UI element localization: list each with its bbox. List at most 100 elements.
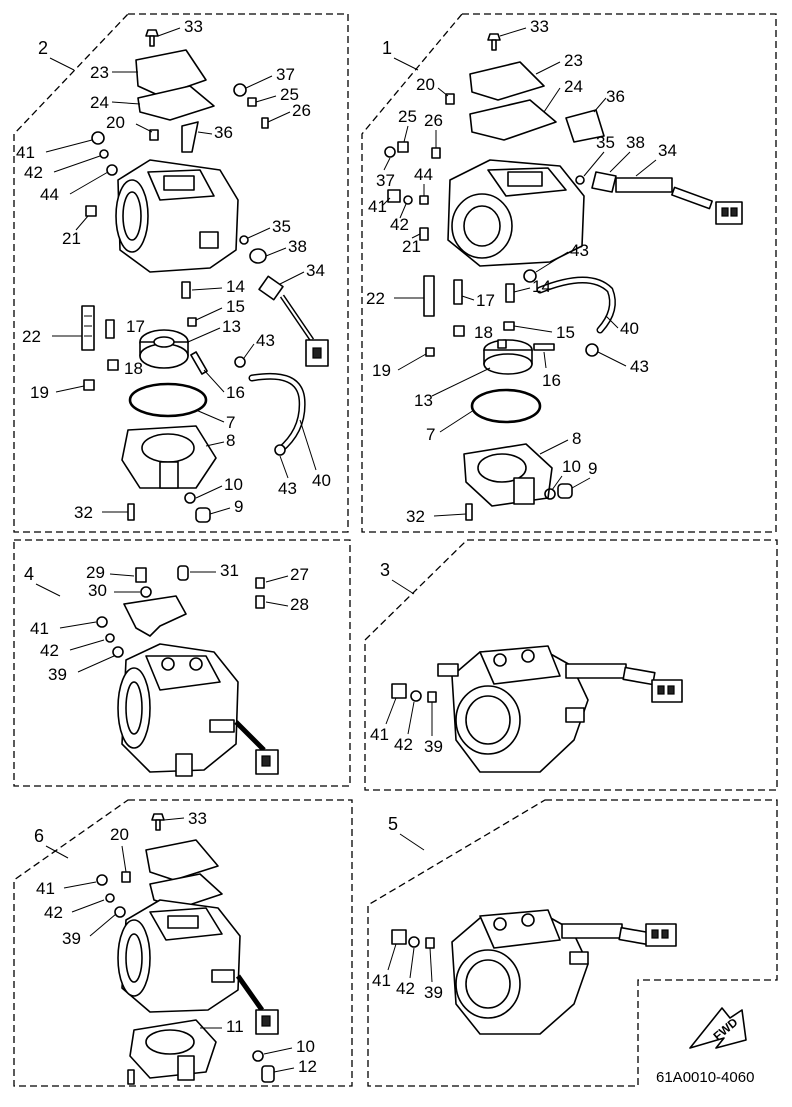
callout-21: 21 bbox=[402, 237, 421, 256]
callout-44: 44 bbox=[40, 185, 59, 204]
callout-16: 16 bbox=[542, 371, 561, 390]
callout-43b: 43 bbox=[630, 357, 649, 376]
callout-10: 10 bbox=[296, 1037, 315, 1056]
callout-36: 36 bbox=[214, 123, 233, 142]
callout-34: 34 bbox=[658, 141, 677, 160]
callout-42: 42 bbox=[390, 215, 409, 234]
callout-40: 40 bbox=[620, 319, 639, 338]
callout-15: 15 bbox=[556, 323, 575, 342]
callout-16: 16 bbox=[226, 383, 245, 402]
group-6-callouts: 33 20 41 42 39 11 10 12 bbox=[36, 809, 317, 1076]
group-4-parts bbox=[96, 565, 279, 777]
group-label-1: 1 bbox=[382, 38, 392, 58]
callout-19: 19 bbox=[30, 383, 49, 402]
diagram-code: 61A0010-4060 bbox=[656, 1069, 754, 1086]
group-2-frame bbox=[13, 13, 349, 533]
callout-13: 13 bbox=[222, 317, 241, 336]
callout-24: 24 bbox=[90, 93, 109, 112]
group-3-callouts: 41 42 39 bbox=[370, 697, 443, 756]
group-5-callouts: 41 42 39 bbox=[372, 943, 443, 1002]
callout-15: 15 bbox=[226, 297, 245, 316]
callout-33: 33 bbox=[530, 17, 549, 36]
callout-35: 35 bbox=[596, 133, 615, 152]
callout-25: 25 bbox=[398, 107, 417, 126]
callout-42: 42 bbox=[394, 735, 413, 754]
callout-33: 33 bbox=[188, 809, 207, 828]
callout-42: 42 bbox=[24, 163, 43, 182]
callout-21: 21 bbox=[62, 229, 81, 248]
group-label-5: 5 bbox=[388, 814, 398, 834]
callout-37: 37 bbox=[276, 65, 295, 84]
callout-14: 14 bbox=[532, 277, 551, 296]
fwd-arrow-icon: FWD bbox=[689, 1007, 747, 1049]
callout-38: 38 bbox=[626, 133, 645, 152]
callout-28: 28 bbox=[290, 595, 309, 614]
callout-11: 11 bbox=[226, 1017, 244, 1036]
callout-19: 19 bbox=[372, 361, 391, 380]
callout-32: 32 bbox=[74, 503, 93, 522]
callout-20: 20 bbox=[110, 825, 129, 844]
callout-40: 40 bbox=[312, 471, 331, 490]
group-label-3: 3 bbox=[380, 560, 390, 580]
callout-38: 38 bbox=[288, 237, 307, 256]
callout-18: 18 bbox=[124, 359, 143, 378]
group-3-frame bbox=[364, 539, 778, 791]
callout-41: 41 bbox=[16, 143, 35, 162]
callout-39: 39 bbox=[48, 665, 67, 684]
callout-20: 20 bbox=[106, 113, 125, 132]
callout-7: 7 bbox=[426, 425, 435, 444]
callout-7: 7 bbox=[226, 413, 235, 432]
callout-43: 43 bbox=[256, 331, 275, 350]
group-6-parts bbox=[96, 813, 279, 1085]
callout-35: 35 bbox=[272, 217, 291, 236]
callout-14: 14 bbox=[226, 277, 245, 296]
callout-27: 27 bbox=[290, 565, 309, 584]
callout-33: 33 bbox=[184, 17, 203, 36]
callout-23: 23 bbox=[564, 51, 583, 70]
callout-37: 37 bbox=[376, 171, 395, 190]
callout-42: 42 bbox=[40, 641, 59, 660]
callout-18: 18 bbox=[474, 323, 493, 342]
callout-17: 17 bbox=[476, 291, 495, 310]
callout-41: 41 bbox=[368, 197, 387, 216]
callout-44: 44 bbox=[414, 165, 433, 184]
callout-8: 8 bbox=[226, 431, 235, 450]
group-5-parts bbox=[391, 909, 677, 1035]
callout-41: 41 bbox=[36, 879, 55, 898]
callout-9: 9 bbox=[234, 497, 243, 516]
group-2-callouts: 33 23 24 37 25 26 41 20 36 42 44 21 35 3… bbox=[16, 17, 331, 522]
callout-26: 26 bbox=[292, 101, 311, 120]
callout-39: 39 bbox=[62, 929, 81, 948]
group-4-frame bbox=[13, 539, 351, 787]
callout-34: 34 bbox=[306, 261, 325, 280]
callout-42: 42 bbox=[396, 979, 415, 998]
callout-29: 29 bbox=[86, 563, 105, 582]
group-label-2: 2 bbox=[38, 38, 48, 58]
callout-17: 17 bbox=[126, 317, 145, 336]
callout-10: 10 bbox=[224, 475, 243, 494]
group-label-6: 6 bbox=[34, 826, 44, 846]
callout-22: 22 bbox=[366, 289, 385, 308]
callout-9: 9 bbox=[588, 459, 597, 478]
callout-36: 36 bbox=[606, 87, 625, 106]
callout-24: 24 bbox=[564, 77, 583, 96]
callout-39: 39 bbox=[424, 737, 443, 756]
callout-30: 30 bbox=[88, 581, 107, 600]
group-2-parts bbox=[81, 29, 329, 523]
callout-10: 10 bbox=[562, 457, 581, 476]
group-1-frame bbox=[361, 13, 777, 533]
callout-25: 25 bbox=[280, 85, 299, 104]
callout-22: 22 bbox=[22, 327, 41, 346]
callout-8: 8 bbox=[572, 429, 581, 448]
callout-32: 32 bbox=[406, 507, 425, 526]
callout-39: 39 bbox=[424, 983, 443, 1002]
callout-12: 12 bbox=[298, 1057, 317, 1076]
callout-31: 31 bbox=[220, 561, 239, 580]
callout-20: 20 bbox=[416, 75, 435, 94]
group-4-callouts: 29 31 30 27 28 41 42 39 bbox=[30, 561, 309, 684]
callout-43: 43 bbox=[570, 241, 589, 260]
callout-23: 23 bbox=[90, 63, 109, 82]
callout-26: 26 bbox=[424, 111, 443, 130]
callout-41: 41 bbox=[30, 619, 49, 638]
